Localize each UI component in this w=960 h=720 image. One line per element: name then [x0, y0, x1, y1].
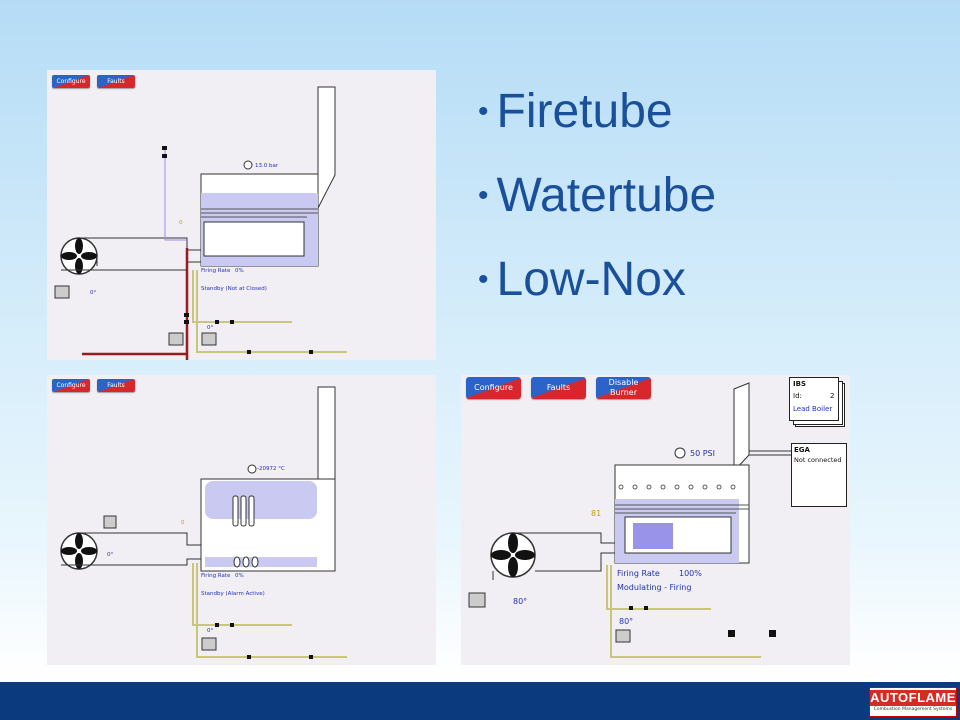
bullet-text: Watertube — [496, 169, 717, 222]
logo-tagline: Combustion Management Systems — [873, 707, 953, 712]
bullet-watertube: •Watertube — [478, 168, 716, 223]
pressure-readout: 50 PSI — [690, 449, 715, 458]
valve-position: 0 — [181, 520, 185, 526]
bullet-text: Low-Nox — [496, 253, 686, 306]
footer-bar — [0, 682, 960, 720]
temperature-readout: -20972 °C — [257, 466, 285, 472]
fan-damper-angle: 0° — [90, 290, 97, 296]
autoflame-logo: AUTOFLAME Combustion Management Systems — [869, 687, 957, 717]
ega-title: EGA — [794, 446, 810, 454]
fuel-valve-angle: 80° — [619, 617, 634, 626]
disable-burner-button[interactable]: Disable Burner — [596, 377, 651, 399]
burner-label: Burner — [610, 388, 637, 397]
fan-damper-angle: 80° — [513, 597, 528, 606]
ibs-id-label: Id: — [793, 392, 802, 400]
bullet-lownox: •Low-Nox — [478, 252, 686, 307]
ibs-title: IBS — [793, 380, 806, 388]
firing-rate-label: Firing Rate — [201, 268, 231, 274]
faults-button[interactable]: Faults — [97, 75, 135, 88]
ega-card[interactable]: EGA Not connected — [791, 443, 847, 507]
ibs-card[interactable]: IBS Id: 2 Lead Boiler — [789, 377, 839, 421]
fan-damper-angle: 0° — [107, 552, 114, 558]
disable-label: Disable — [608, 378, 639, 387]
firetube-schematic — [54, 86, 347, 360]
configure-button[interactable]: Configure — [466, 377, 521, 399]
bullet-dot: • — [478, 263, 489, 296]
bullet-firetube: •Firetube — [478, 84, 673, 139]
firing-rate-label: Firing Rate — [617, 569, 660, 578]
firetube-panel: Configure Faults 13.0 bar 0 Firing Rate … — [47, 70, 436, 360]
status-text: Standby (Alarm Active) — [201, 591, 265, 597]
status-text: Standby (Not at Closed) — [201, 286, 267, 292]
firing-rate-value: 0% — [235, 268, 244, 274]
bullet-text: Firetube — [496, 85, 673, 138]
bullet-dot: • — [478, 179, 489, 212]
logo-name: AUTOFLAME — [870, 690, 956, 706]
ega-status: Not connected — [794, 456, 842, 464]
pressure-readout: 13.0 bar — [255, 163, 279, 169]
fuel-valve-angle: 0° — [207, 325, 214, 331]
watertube-panel: Configure Faults -20972 °C 0 Firing Rate… — [47, 375, 436, 665]
valve-position: 81 — [591, 509, 602, 518]
firing-rate-value: 0% — [235, 573, 244, 579]
firing-rate-value: 100% — [679, 569, 702, 578]
bullet-dot: • — [478, 95, 489, 128]
lownox-panel: Configure Faults Disable Burner 50 PSI 8… — [461, 375, 850, 665]
faults-button[interactable]: Faults — [531, 377, 586, 399]
watertube-schematic — [60, 386, 347, 659]
faults-button[interactable]: Faults — [97, 379, 135, 392]
configure-button[interactable]: Configure — [52, 75, 90, 88]
valve-position: 0 — [179, 220, 183, 226]
fuel-valve-angle: 0° — [207, 628, 214, 634]
ibs-role: Lead Boiler — [793, 405, 833, 413]
lownox-schematic — [468, 382, 791, 658]
firing-rate-label: Firing Rate — [201, 573, 231, 579]
ibs-id-value: 2 — [830, 392, 835, 400]
status-text: Modulating - Firing — [617, 583, 692, 592]
configure-button[interactable]: Configure — [52, 379, 90, 392]
